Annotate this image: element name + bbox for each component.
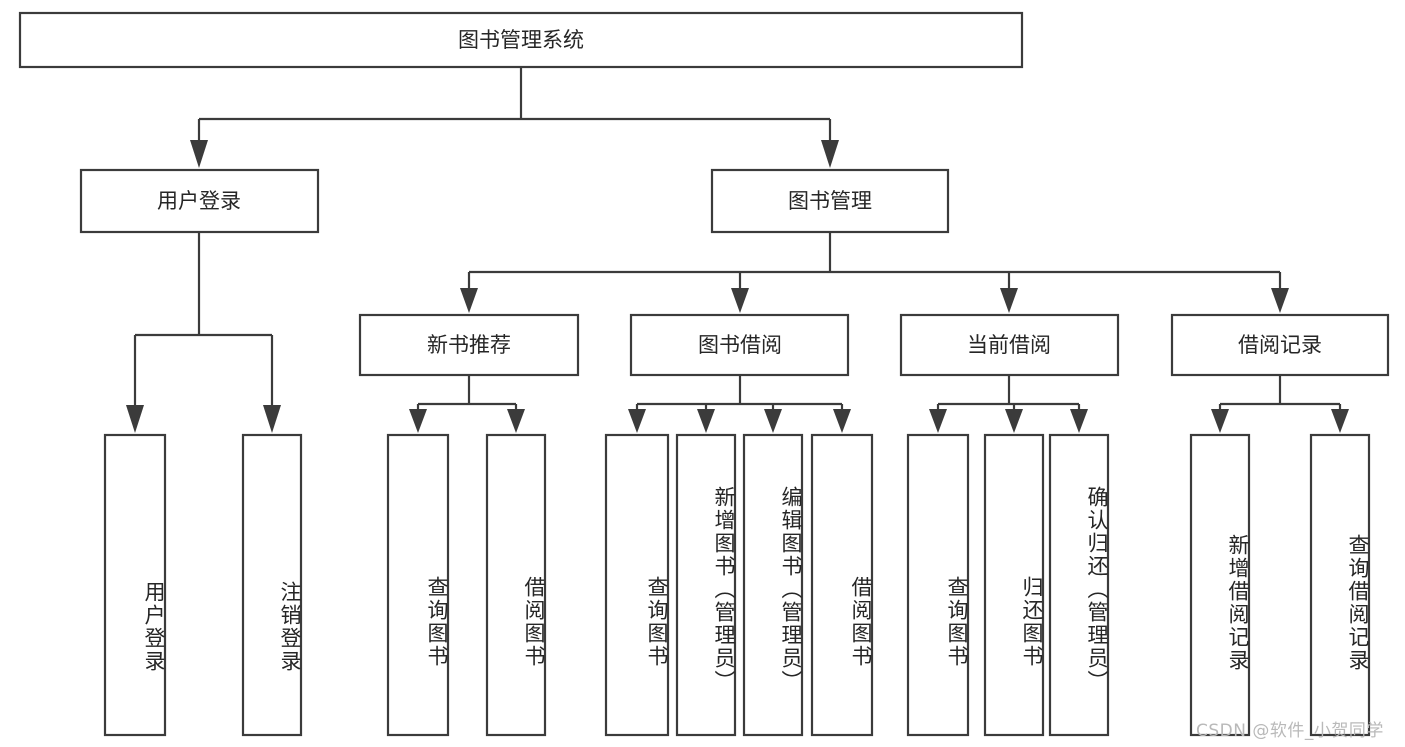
node-book-management-label: 图书管理: [788, 189, 872, 213]
leaf-box-edit-book[interactable]: [742, 433, 804, 737]
arrow-newbook-leaf2-icon: [507, 409, 525, 433]
leaf-box-query-book-current[interactable]: [906, 433, 970, 737]
node-new-book-recommend[interactable]: 新书推荐: [358, 313, 580, 377]
node-book-management[interactable]: 图书管理: [710, 168, 950, 234]
leaf-box-logout[interactable]: [241, 433, 303, 737]
arrow-root-to-book-management-icon: [821, 140, 839, 168]
arrow-root-to-user-login-icon: [190, 140, 208, 168]
arrow-currentborrow-leaf2-icon: [1005, 409, 1023, 433]
leaf-box-borrow-book[interactable]: [810, 433, 874, 737]
connector-group-newbook-to-leaves: [409, 375, 525, 433]
node-borrow-records-box[interactable]: [1170, 313, 1390, 377]
connector-group-bookborrow-to-leaves: [628, 375, 851, 433]
leaf-box-user-login[interactable]: [103, 433, 167, 737]
node-root-box[interactable]: [18, 11, 1024, 69]
arrow-borrowrecords-leaf2-icon: [1331, 409, 1349, 433]
leaf-box-add-book[interactable]: [675, 433, 737, 737]
node-borrow-records[interactable]: 借阅记录: [1170, 313, 1390, 377]
node-book-borrow[interactable]: 图书借阅: [629, 313, 850, 377]
arrow-bookmgmt-to-current-borrow-icon: [1000, 288, 1018, 313]
node-book-borrow-label: 图书借阅: [698, 333, 782, 357]
node-root[interactable]: 图书管理系统: [18, 11, 1024, 69]
arrow-currentborrow-leaf1-icon: [929, 409, 947, 433]
arrow-bookborrow-leaf1-icon: [628, 409, 646, 433]
leaf-box-query-book-recommend[interactable]: [386, 433, 450, 737]
arrow-newbook-leaf1-icon: [409, 409, 427, 433]
node-book-borrow-box[interactable]: [629, 313, 850, 377]
leaf-box-query-book-borrow[interactable]: [604, 433, 670, 737]
leaf-box-confirm-return[interactable]: [1048, 433, 1110, 737]
node-new-book-recommend-box[interactable]: [358, 313, 580, 377]
leaf-box-query-borrow-record[interactable]: [1309, 433, 1371, 737]
arrow-bookborrow-leaf2-icon: [697, 409, 715, 433]
node-user-login[interactable]: 用户登录: [79, 168, 320, 234]
connector-group-userlogin-to-leaves: [126, 232, 281, 433]
leaf-box-return-book[interactable]: [983, 433, 1045, 737]
arrow-currentborrow-leaf3-icon: [1070, 409, 1088, 433]
connector-group-borrowrecords-to-leaves: [1211, 375, 1349, 433]
connector-group-currentborrow-to-leaves: [929, 375, 1088, 433]
leaf-box-borrow-book-recommend[interactable]: [485, 433, 547, 737]
arrow-bookmgmt-to-borrow-records-icon: [1271, 288, 1289, 313]
arrow-bookborrow-leaf4-icon: [833, 409, 851, 433]
arrow-bookmgmt-to-book-borrow-icon: [731, 288, 749, 313]
arrow-user-login-leaf2-icon: [263, 405, 281, 433]
arrow-bookborrow-leaf3-icon: [764, 409, 782, 433]
node-borrow-records-label: 借阅记录: [1238, 333, 1322, 357]
arrow-user-login-leaf1-icon: [126, 405, 144, 433]
node-current-borrow-box[interactable]: [899, 313, 1120, 377]
connector-group-root-to-level2: [190, 67, 839, 168]
node-root-label: 图书管理系统: [458, 28, 584, 52]
leaf-box-add-borrow-record[interactable]: [1189, 433, 1251, 737]
node-user-login-label: 用户登录: [157, 189, 241, 213]
watermark-text: CSDN @软件_小贺同学: [1196, 721, 1384, 741]
node-new-book-recommend-label: 新书推荐: [427, 333, 511, 357]
node-book-management-box[interactable]: [710, 168, 950, 234]
connector-group-bookmgmt-to-level3: [460, 232, 1289, 313]
node-current-borrow[interactable]: 当前借阅: [899, 313, 1120, 377]
arrow-bookmgmt-to-new-book-recommend-icon: [460, 288, 478, 313]
node-user-login-box[interactable]: [79, 168, 320, 234]
arrow-borrowrecords-leaf1-icon: [1211, 409, 1229, 433]
node-current-borrow-label: 当前借阅: [967, 333, 1051, 357]
